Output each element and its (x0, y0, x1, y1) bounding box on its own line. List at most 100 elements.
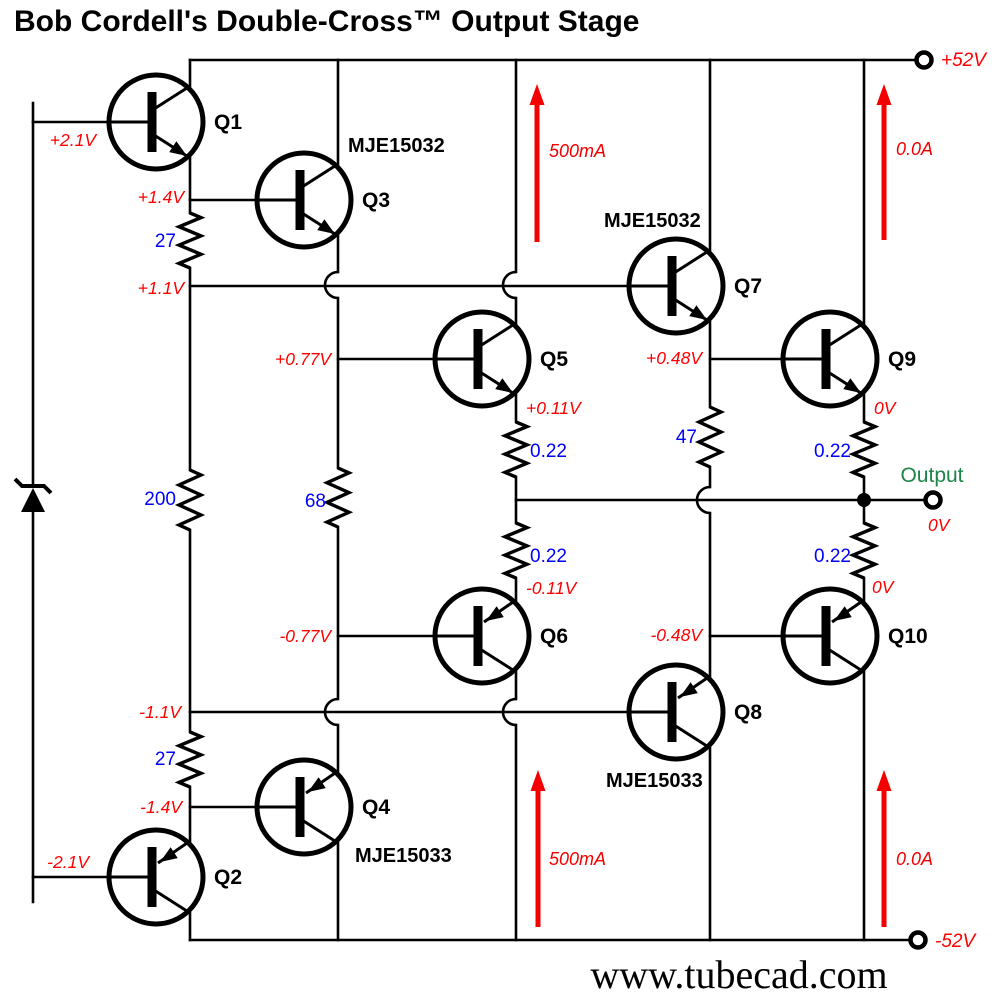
collector-lead (827, 321, 865, 348)
collector-lead (479, 321, 517, 348)
base-plate (821, 329, 831, 389)
resistor-47 (694, 405, 726, 469)
resistor-value-label: 47 (676, 427, 697, 448)
negative-supply-label: -52V (935, 931, 977, 952)
current-label: 0.0A (896, 139, 933, 159)
voltage-label: +1.1V (138, 278, 187, 298)
npn-emitter-arrow (169, 141, 187, 156)
npn-emitter-arrow (495, 378, 513, 393)
resistor-value-label: 0.22 (530, 546, 567, 567)
collector-lead (153, 888, 191, 915)
voltage-label: +0.48V (646, 348, 704, 368)
schematic-drawing: 2720027680.220.22470.220.22Q1Q2Q3Q4Q5Q6Q… (13, 50, 988, 952)
zener-diode (21, 488, 45, 512)
transistor-ref-label: Q1 (214, 111, 242, 134)
current-arrow (876, 84, 892, 240)
current-arrow-head (876, 84, 892, 105)
base-plate (473, 606, 483, 666)
transistor-Q4 (254, 757, 354, 857)
voltage-label: -1.4V (140, 797, 184, 817)
npn-emitter-arrow (843, 378, 861, 393)
transistor-Q10 (780, 586, 880, 686)
resistor-value-label: 27 (155, 231, 176, 252)
voltage-label: +1.4V (138, 187, 187, 207)
base-plate (667, 256, 677, 316)
collector-lead (673, 248, 711, 275)
resistor-0.22 (848, 521, 880, 580)
transistor-Q5 (432, 309, 532, 409)
pnp-emitter-arrow (680, 682, 698, 697)
pnp-emitter-arrow (308, 777, 326, 792)
wire-hop (323, 697, 339, 727)
voltage-label: -0.11V (526, 578, 579, 598)
transistor-ref-label: Q6 (540, 625, 568, 648)
base-plate (147, 92, 157, 152)
wire-hop (323, 270, 339, 300)
current-arrow-head (876, 770, 892, 791)
transistor-Q1 (106, 72, 206, 172)
part-number-label: MJE15033 (606, 770, 703, 792)
page-title: Bob Cordell's Double-Cross™ Output Stage (14, 5, 640, 38)
wire-hop (501, 270, 517, 300)
transistor-ref-label: Q8 (734, 701, 762, 724)
collector-lead (827, 647, 865, 674)
resistor-value-label: 68 (305, 491, 326, 512)
collector-lead (301, 162, 339, 189)
current-arrow (876, 770, 892, 927)
current-arrow-head (529, 84, 545, 105)
resistor-value-label: 0.22 (530, 441, 567, 462)
collector-lead (301, 818, 339, 845)
output-label: Output (900, 464, 963, 487)
resistor-27 (174, 730, 206, 789)
transistor-Q2 (106, 827, 206, 927)
wire-hop (695, 485, 711, 515)
output-terminal (923, 490, 943, 510)
part-number-label: MJE15032 (348, 135, 445, 157)
voltage-label: -0.77V (279, 626, 333, 646)
watermark: www.tubecad.com (590, 952, 887, 997)
pnp-emitter-arrow (160, 847, 178, 862)
zener-cathode-bar (13, 477, 53, 495)
voltage-label: -2.1V (47, 852, 91, 872)
resistor-value-label: 0.22 (814, 441, 851, 462)
resistor-0.22 (500, 420, 532, 479)
voltage-label: 0V (874, 398, 898, 418)
base-plate (295, 170, 305, 230)
resistor-value-label: 200 (144, 489, 176, 510)
resistor-200 (174, 468, 206, 532)
transistor-Q6 (432, 586, 532, 686)
pnp-emitter-arrow (486, 606, 504, 621)
resistor-0.22 (848, 420, 880, 479)
npn-emitter-arrow (317, 219, 335, 234)
transistor-ref-label: Q9 (888, 348, 916, 371)
voltage-label: 0V (872, 577, 896, 597)
base-plate (295, 777, 305, 837)
transistor-ref-label: Q4 (362, 796, 390, 819)
voltage-label: -1.1V (139, 702, 183, 722)
resistor-0.22 (500, 521, 532, 580)
voltage-label: -0.48V (650, 625, 704, 645)
current-label: 500mA (549, 141, 606, 161)
transistor-ref-label: Q5 (540, 348, 568, 371)
transistor-Q8 (626, 662, 726, 762)
resistor-value-label: 27 (155, 749, 176, 770)
output-junction-dot (857, 493, 871, 507)
transistor-ref-label: Q2 (214, 866, 242, 889)
positive-supply-label: +52V (941, 50, 988, 71)
output-voltage-label: 0V (928, 515, 952, 535)
current-label: 0.0A (896, 849, 933, 869)
wire-hop (501, 697, 517, 727)
resistor-27 (174, 211, 206, 270)
current-arrow (529, 84, 545, 242)
part-number-label: MJE15033 (355, 845, 452, 867)
collector-lead (153, 84, 191, 111)
transistor-Q7 (626, 236, 726, 336)
negative-supply-terminal (908, 930, 928, 950)
npn-emitter-arrow (689, 305, 707, 320)
part-number-label: MJE15032 (604, 210, 701, 232)
current-arrow-head (530, 770, 546, 791)
transistor-Q3 (254, 150, 354, 250)
current-label: 500mA (549, 849, 606, 869)
